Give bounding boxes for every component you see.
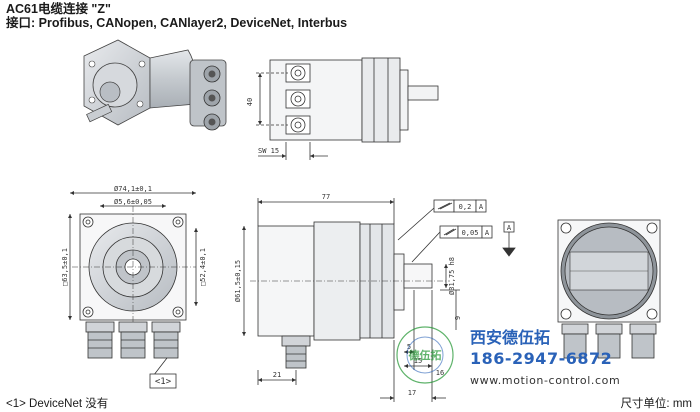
dim-61-5: Ø61,5±0,15 xyxy=(234,260,242,302)
watermark-logo-text: 德伍拓 xyxy=(408,348,442,362)
dim-sw15: SW 15 xyxy=(258,147,279,155)
top-view xyxy=(256,57,439,160)
rear-view-cable-glands xyxy=(561,323,657,359)
tol-0-2-ref: A xyxy=(479,203,484,211)
geometric-tolerance-symbols xyxy=(437,202,457,236)
front-view xyxy=(68,191,198,389)
dim-9: 9 xyxy=(454,316,462,320)
dim-31-75: Ø31,75 h8 xyxy=(448,257,456,295)
datum-a: A xyxy=(507,224,512,232)
side-view-cable-gland xyxy=(281,335,311,369)
tol-0-05-ref: A xyxy=(485,229,490,237)
dim-52-4: □52,4±0,1 xyxy=(199,248,207,286)
top-view-cable-glands xyxy=(285,63,311,135)
callout-1: <1> xyxy=(155,377,172,387)
watermark-logo-ring xyxy=(396,326,454,384)
iso-cable-glands xyxy=(203,65,221,131)
tol-0-2: 0,2 xyxy=(459,203,472,211)
page-subtitle: 接口: Profibus, CANopen, CANlayer2, Device… xyxy=(6,16,348,30)
side-view xyxy=(242,198,516,402)
dim-5-6: Ø5,6±0,05 xyxy=(114,198,152,206)
footnote: <1> DeviceNet 没有 xyxy=(6,398,109,410)
dim-63-5: □63,5±0,1 xyxy=(61,248,69,286)
page-title: AC61电缆连接 "Z" xyxy=(6,2,111,16)
dim-77: 77 xyxy=(322,193,330,201)
unit-note: 尺寸单位: mm xyxy=(620,398,692,410)
watermark-company: 西安德伍拓 xyxy=(470,328,550,347)
watermark-url: www.motion-control.com xyxy=(470,374,620,387)
dim-16: 16 xyxy=(436,369,444,377)
watermark: 德伍拓 西安德伍拓 186-2947-6872 www.motion-contr… xyxy=(396,326,620,387)
dim-40: 40 xyxy=(246,98,254,106)
isometric-view xyxy=(83,39,227,131)
dim-15: 15 xyxy=(414,357,422,365)
tol-0-05: 0,05 xyxy=(462,229,479,237)
watermark-phone: 186-2947-6872 xyxy=(470,349,612,368)
dim-74: Ø74,1±0,1 xyxy=(114,185,152,193)
dim-17: 17 xyxy=(408,389,416,397)
rear-view xyxy=(557,219,661,359)
front-view-cable-glands xyxy=(85,321,181,359)
dim-21: 21 xyxy=(273,371,281,379)
